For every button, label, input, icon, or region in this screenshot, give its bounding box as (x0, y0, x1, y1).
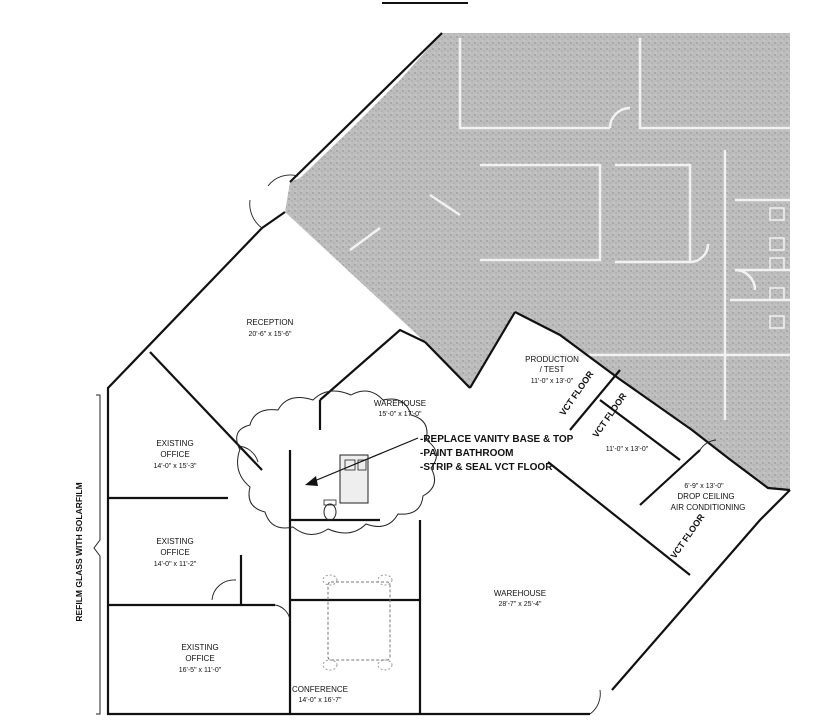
shaded-existing-area (285, 33, 790, 490)
office-1-label-1: EXISTING (156, 439, 193, 448)
reception-label: RECEPTION (247, 318, 294, 327)
warehouse-small-dims: 15'-0" x 17'-0" (378, 411, 422, 418)
drop-ceiling-dims: 6'-9" x 13'-0" (684, 483, 724, 490)
doors (211, 174, 717, 715)
production-label-2: / TEST (540, 365, 565, 374)
conference-dims: 14'-0" x 16'-7" (298, 697, 342, 704)
note-strip-seal-floor: -STRIP & SEAL VCT FLOOR (420, 462, 553, 473)
office-1-label-2: OFFICE (160, 450, 189, 459)
office-3-dims: 16'-5" x 11'-0" (179, 667, 222, 674)
air-conditioning-label: AIR CONDITIONING (671, 503, 746, 512)
note-replace-vanity: -REPLACE VANITY BASE & TOP (420, 434, 574, 445)
vct-floor-label-3: VCT FLOOR (669, 512, 707, 561)
production-dims: 11'-0" x 13'-0" (531, 378, 574, 385)
vct-floor-label-1: VCT FLOOR (558, 369, 596, 418)
note-paint-bathroom: -PAINT BATHROOM (420, 448, 514, 459)
warehouse-large-label: WAREHOUSE (494, 589, 546, 598)
middle-room-dims: 11'-0" x 13'-0" (606, 446, 649, 453)
office-3-label-2: OFFICE (185, 654, 214, 663)
production-label-1: PRODUCTION (525, 355, 579, 364)
reception-dims: 20'-6" x 15'-6" (248, 331, 292, 338)
office-1-dims: 14'-0" x 15'-3" (153, 463, 197, 470)
office-2-dims: 14'-0" x 11'-2" (154, 561, 197, 568)
office-3-label-1: EXISTING (181, 643, 218, 652)
glass-bracket (93, 394, 101, 715)
revision-cloud (236, 390, 437, 535)
warehouse-large-dims: 28'-7" x 25'-4" (498, 601, 542, 608)
conference-table (322, 574, 393, 671)
conference-label: CONFERENCE (292, 685, 348, 694)
bathroom-fixtures (323, 454, 369, 521)
office-2-label-1: EXISTING (156, 537, 193, 546)
warehouse-small-label: WAREHOUSE (374, 399, 426, 408)
office-2-label-2: OFFICE (160, 548, 189, 557)
exterior-walls (106, 32, 791, 716)
refilm-glass-note: REFILM GLASS WITH SOLARFILM (74, 482, 84, 621)
interior-walls (108, 351, 701, 714)
shaded-area-walls (349, 38, 790, 420)
drop-ceiling-label: DROP CEILING (677, 492, 734, 501)
note-leader (305, 437, 419, 486)
